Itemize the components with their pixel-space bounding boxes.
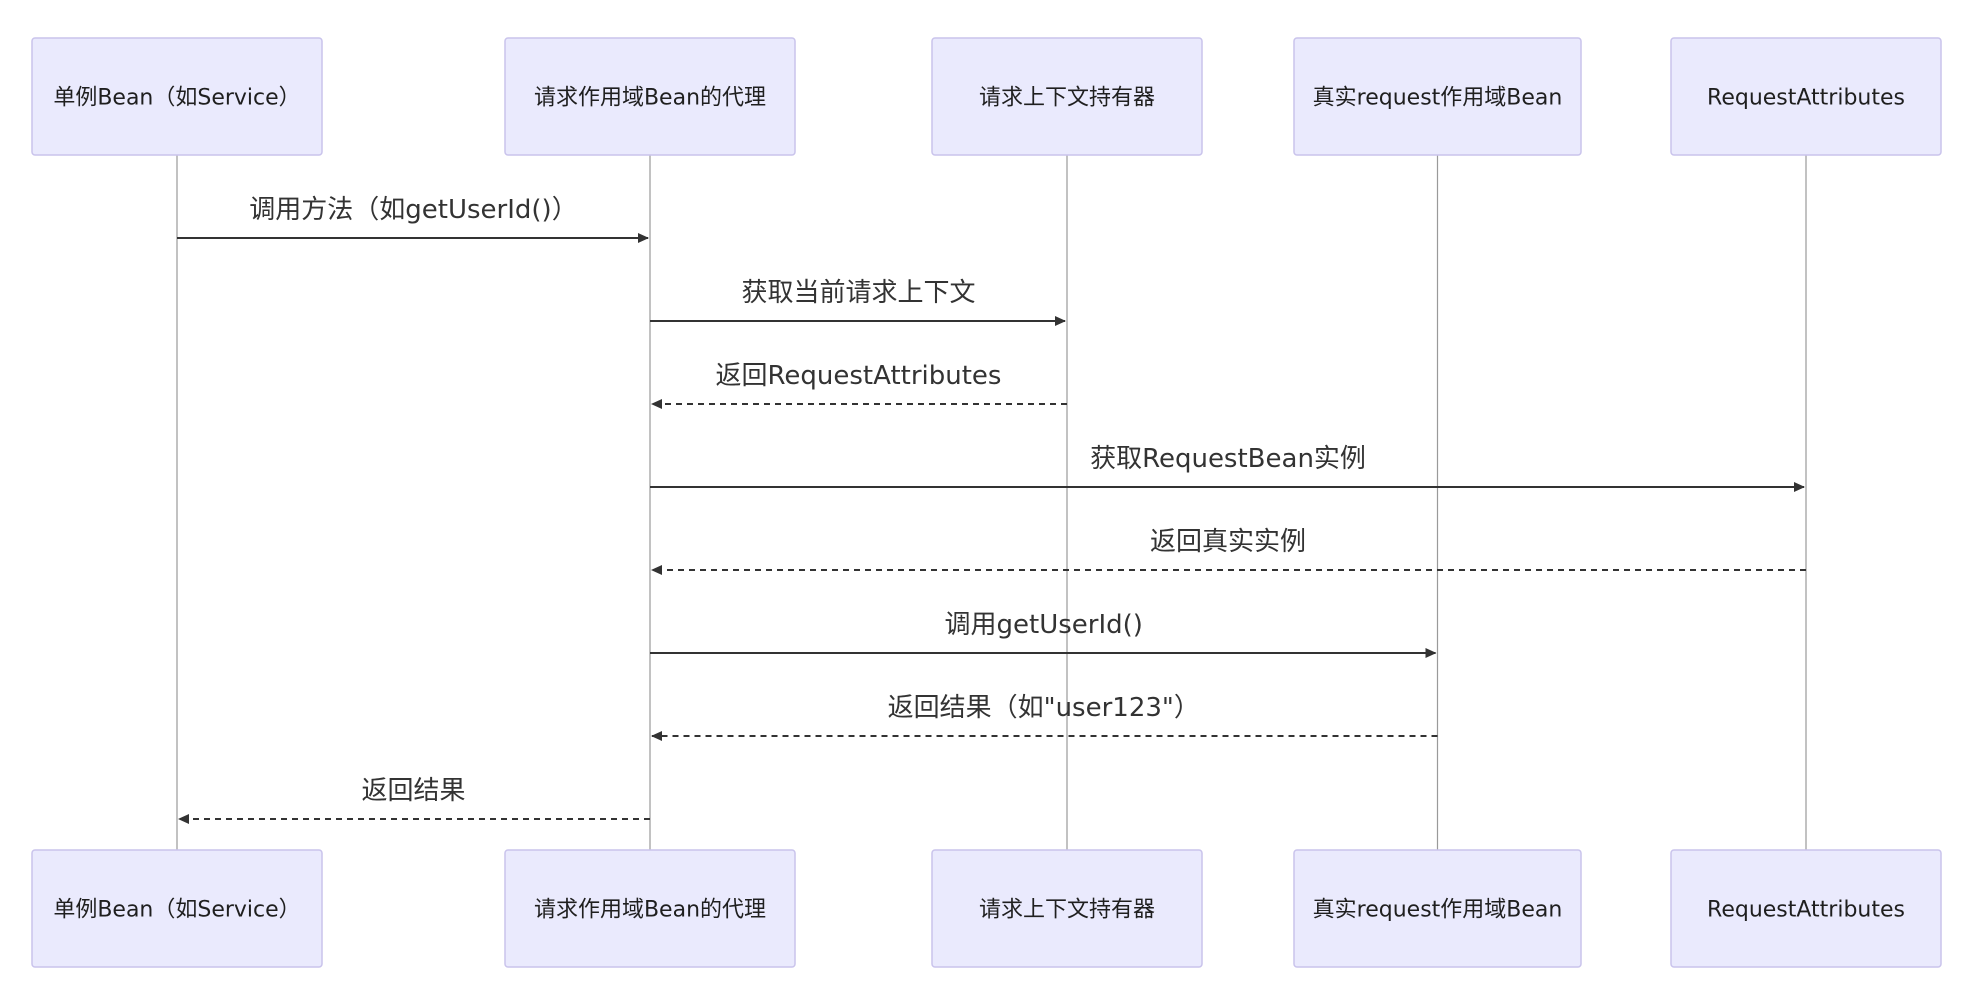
- message-label: 获取当前请求上下文: [741, 278, 975, 308]
- participant-box-singleton-top: 单例Bean（如Service）: [31, 37, 323, 156]
- participant-rect: [504, 37, 796, 156]
- participant-box-holder-bottom: 请求上下文持有器: [931, 849, 1203, 968]
- participant-box-attrs-top: RequestAttributes: [1670, 37, 1942, 156]
- participant-box-proxy-bottom: 请求作用域Bean的代理: [504, 849, 796, 968]
- participant-rect: [931, 849, 1203, 968]
- participant-rect: [31, 37, 323, 156]
- message-label: 调用方法（如getUserId()）: [249, 195, 577, 225]
- message-label: 返回真实实例: [1150, 527, 1306, 557]
- message-6: 调用getUserId(): [650, 610, 1437, 658]
- participant-label: 请求上下文持有器: [979, 898, 1155, 923]
- message-label: 获取RequestBean实例: [1090, 444, 1366, 474]
- participant-rect: [1670, 37, 1942, 156]
- participant-box-realBean-top: 真实request作用域Bean: [1293, 37, 1582, 156]
- participant-rect: [1293, 849, 1582, 968]
- participant-box-proxy-top: 请求作用域Bean的代理: [504, 37, 796, 156]
- message-label: 返回结果（如"user123"）: [888, 693, 1200, 723]
- participant-box-singleton-bottom: 单例Bean（如Service）: [31, 849, 323, 968]
- participant-label: 单例Bean（如Service）: [53, 898, 300, 923]
- participant-label: 请求上下文持有器: [979, 86, 1155, 111]
- message-3: 返回RequestAttributes: [651, 361, 1067, 409]
- message-label: 返回结果: [361, 776, 465, 806]
- participant-rect: [1293, 37, 1582, 156]
- participant-rect: [1670, 849, 1942, 968]
- message-2: 获取当前请求上下文: [650, 278, 1066, 326]
- participant-box-attrs-bottom: RequestAttributes: [1670, 849, 1942, 968]
- message-label: 返回RequestAttributes: [716, 361, 1002, 391]
- participant-box-realBean-bottom: 真实request作用域Bean: [1293, 849, 1582, 968]
- participant-label: 单例Bean（如Service）: [53, 86, 300, 111]
- participant-rect: [504, 849, 796, 968]
- message-label: 调用getUserId(): [945, 610, 1143, 640]
- message-1: 调用方法（如getUserId()）: [177, 195, 649, 243]
- participant-rect: [931, 37, 1203, 156]
- message-5: 返回真实实例: [651, 527, 1806, 575]
- participant-label: 请求作用域Bean的代理: [534, 898, 766, 923]
- participant-rect: [31, 849, 323, 968]
- participant-label: RequestAttributes: [1707, 898, 1905, 923]
- participant-label: 真实request作用域Bean: [1313, 86, 1563, 111]
- participant-label: 真实request作用域Bean: [1313, 898, 1563, 923]
- message-4: 获取RequestBean实例: [650, 444, 1805, 492]
- message-8: 返回结果: [178, 776, 650, 824]
- participant-label: RequestAttributes: [1707, 86, 1905, 111]
- participant-label: 请求作用域Bean的代理: [534, 86, 766, 111]
- participant-box-holder-top: 请求上下文持有器: [931, 37, 1203, 156]
- message-7: 返回结果（如"user123"）: [651, 693, 1438, 741]
